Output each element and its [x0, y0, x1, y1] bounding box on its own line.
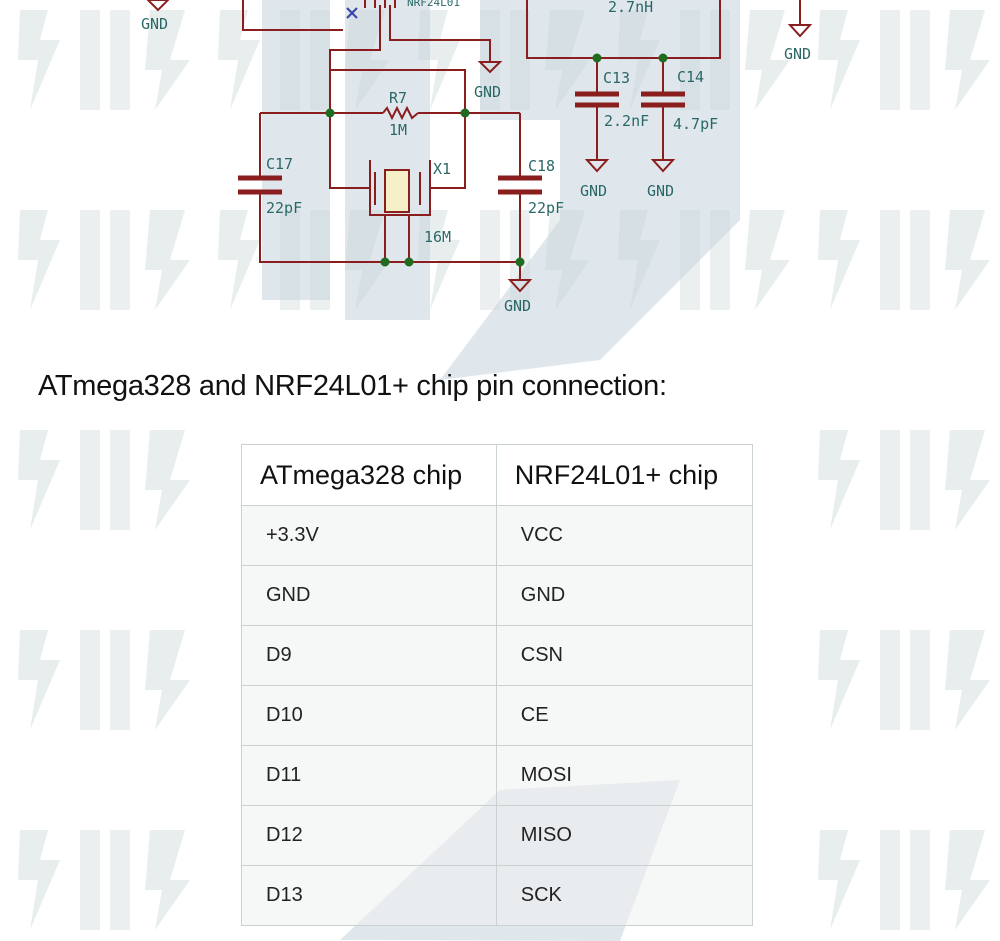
- gnd-label: GND: [580, 182, 607, 200]
- nrf-pin-cell: MISO: [495, 805, 754, 866]
- gnd-label: GND: [504, 297, 531, 315]
- table-row: GND GND: [241, 565, 754, 626]
- x1-ref-label: X1: [433, 160, 451, 178]
- nrf-pin-cell: GND: [495, 565, 754, 626]
- nrf-pin-cell: MOSI: [495, 745, 754, 806]
- atmega-pin-cell: D9: [241, 625, 497, 686]
- c18-ref-label: C18: [528, 157, 555, 175]
- c17-ref-label: C17: [266, 155, 293, 173]
- x1-value-label: 16M: [424, 228, 451, 246]
- table-row: D10 CE: [241, 685, 754, 746]
- table-row: D9 CSN: [241, 625, 754, 686]
- atmega-pin-cell: +3.3V: [241, 505, 497, 566]
- gnd-label: GND: [141, 15, 168, 33]
- table-row: D11 MOSI: [241, 745, 754, 806]
- nrf-pin-cell: CE: [495, 685, 754, 746]
- c13-value-label: 2.2nF: [604, 112, 649, 130]
- atmega-pin-cell: GND: [241, 565, 497, 626]
- section-heading: ATmega328 and NRF24L01+ chip pin connect…: [38, 370, 667, 402]
- nrf-pin-cell: CSN: [495, 625, 754, 686]
- nrf-pin-cell: VCC: [495, 505, 754, 566]
- schematic-diagram: GND NRF24L01 2.7nH GND GND R7 1M C13 C14…: [141, 0, 813, 315]
- gnd-label: GND: [647, 182, 674, 200]
- column-header-nrf24l01: NRF24L01+ chip: [495, 444, 754, 506]
- c17-value-label: 22pF: [266, 199, 302, 217]
- table-header-row: ATmega328 chip NRF24L01+ chip: [241, 444, 754, 506]
- gnd-label: GND: [474, 83, 501, 101]
- table-row: +3.3V VCC: [241, 505, 754, 566]
- inductor-value-label: 2.7nH: [608, 0, 653, 16]
- table-row: D12 MISO: [241, 805, 754, 866]
- atmega-pin-cell: D12: [241, 805, 497, 866]
- atmega-pin-cell: D10: [241, 685, 497, 746]
- r7-value-label: 1M: [389, 121, 407, 139]
- nrf-pin-cell: SCK: [495, 865, 754, 926]
- atmega-pin-cell: D13: [241, 865, 497, 926]
- table-row: D13 SCK: [241, 865, 754, 926]
- pin-connection-table: ATmega328 chip NRF24L01+ chip +3.3V VCC …: [241, 444, 754, 926]
- c13-ref-label: C13: [603, 69, 630, 87]
- r7-ref-label: R7: [389, 89, 407, 107]
- c18-value-label: 22pF: [528, 199, 564, 217]
- atmega-pin-cell: D11: [241, 745, 497, 806]
- c14-ref-label: C14: [677, 68, 704, 86]
- gnd-label: GND: [784, 45, 811, 63]
- nrf-part-label: NRF24L01: [407, 0, 460, 9]
- c14-value-label: 4.7pF: [673, 115, 718, 133]
- column-header-atmega328: ATmega328 chip: [241, 444, 497, 506]
